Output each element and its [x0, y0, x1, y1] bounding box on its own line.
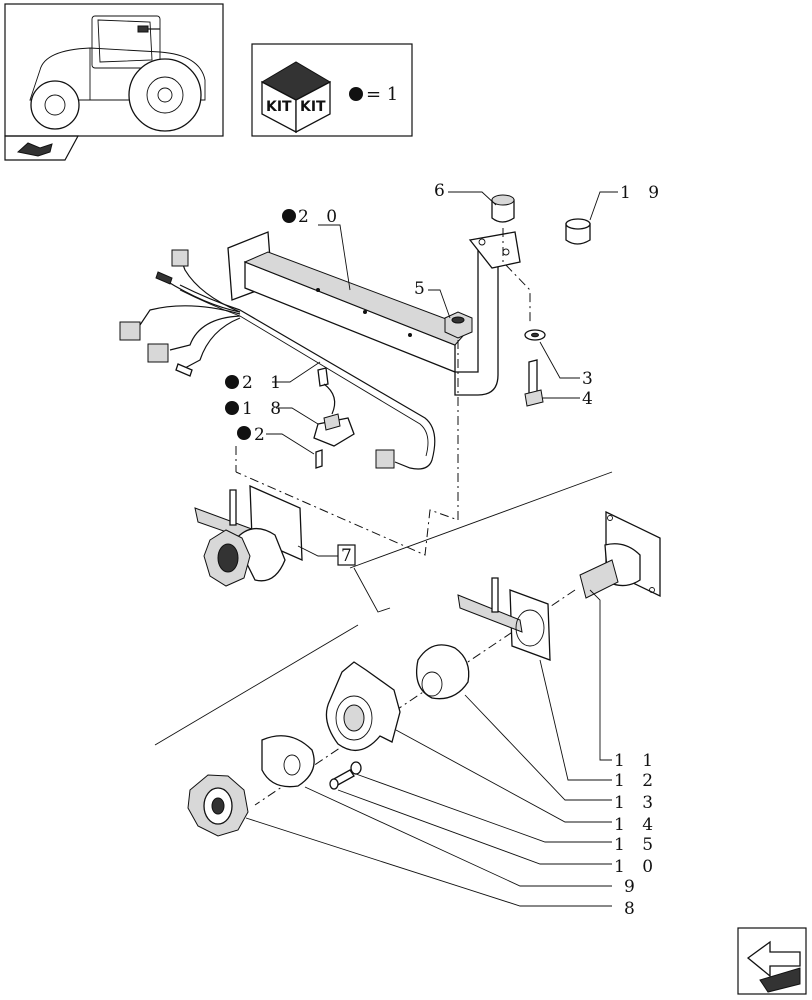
- callout-21: 2 1: [242, 373, 287, 393]
- bracket-part-20: [227, 231, 521, 396]
- callout-7-box: [337, 544, 356, 566]
- callout-7: 7: [341, 546, 358, 566]
- kit-word-left: KIT: [266, 99, 292, 115]
- assembly-part-7: [194, 484, 303, 587]
- bushing-part-6: [491, 194, 515, 223]
- kit-legend: KIT KIT = 1: [251, 43, 413, 137]
- section-tab-icon[interactable]: [4, 135, 80, 161]
- callout-13: 1 3: [614, 793, 659, 813]
- callout-5: 5: [414, 279, 431, 299]
- knob-part-8: [187, 774, 249, 837]
- bracket-part-12: [457, 577, 551, 661]
- nut-part-5: [444, 311, 473, 339]
- kit-box-icon: KIT KIT: [260, 61, 332, 134]
- bolt-part-4: [524, 359, 544, 407]
- washer-part-10: [350, 761, 362, 775]
- screw-part-2: [315, 449, 323, 469]
- callout-8: 8: [624, 899, 641, 919]
- callout-11: 1 1: [614, 751, 659, 771]
- callout-6: 6: [434, 181, 451, 201]
- harness-part-21: [119, 249, 436, 470]
- plate-part-11: [579, 510, 661, 599]
- callout-15: 1 5: [614, 835, 659, 855]
- kit-bullet-2: [237, 426, 251, 440]
- cover-part-9: [261, 735, 315, 788]
- separator-line-bottom: [154, 624, 359, 746]
- callout-19: 1 9: [620, 183, 665, 203]
- callout-4: 4: [582, 389, 599, 409]
- callout-20: 2 0: [298, 207, 343, 227]
- kit-bullet-20: [282, 209, 296, 223]
- callout-12: 1 2: [614, 771, 659, 791]
- kit-equals-text: = 1: [366, 84, 398, 105]
- cone-part-13: [415, 644, 470, 700]
- kit-bullet-18: [225, 401, 239, 415]
- screw-part-15: [329, 769, 355, 790]
- separator-line-top: [349, 471, 613, 569]
- cap-part-19: [565, 218, 591, 245]
- callout-14: 1 4: [614, 815, 659, 835]
- tractor-thumbnail-icon[interactable]: [4, 3, 224, 137]
- callout-2: 2: [254, 425, 271, 445]
- callout-9: 9: [624, 877, 641, 897]
- callout-18: 1 8: [242, 399, 287, 419]
- kit-bullet-icon: [349, 87, 363, 101]
- sensor-part-18: [313, 367, 355, 447]
- leader-lines: [245, 191, 618, 907]
- housing-part-14: [325, 661, 401, 752]
- next-page-arrow-icon[interactable]: [737, 927, 807, 995]
- callout-3: 3: [582, 369, 599, 389]
- kit-bullet-21: [225, 375, 239, 389]
- callout-10: 1 0: [614, 857, 659, 877]
- washer-part-3: [524, 329, 546, 341]
- kit-word-right: KIT: [300, 99, 326, 115]
